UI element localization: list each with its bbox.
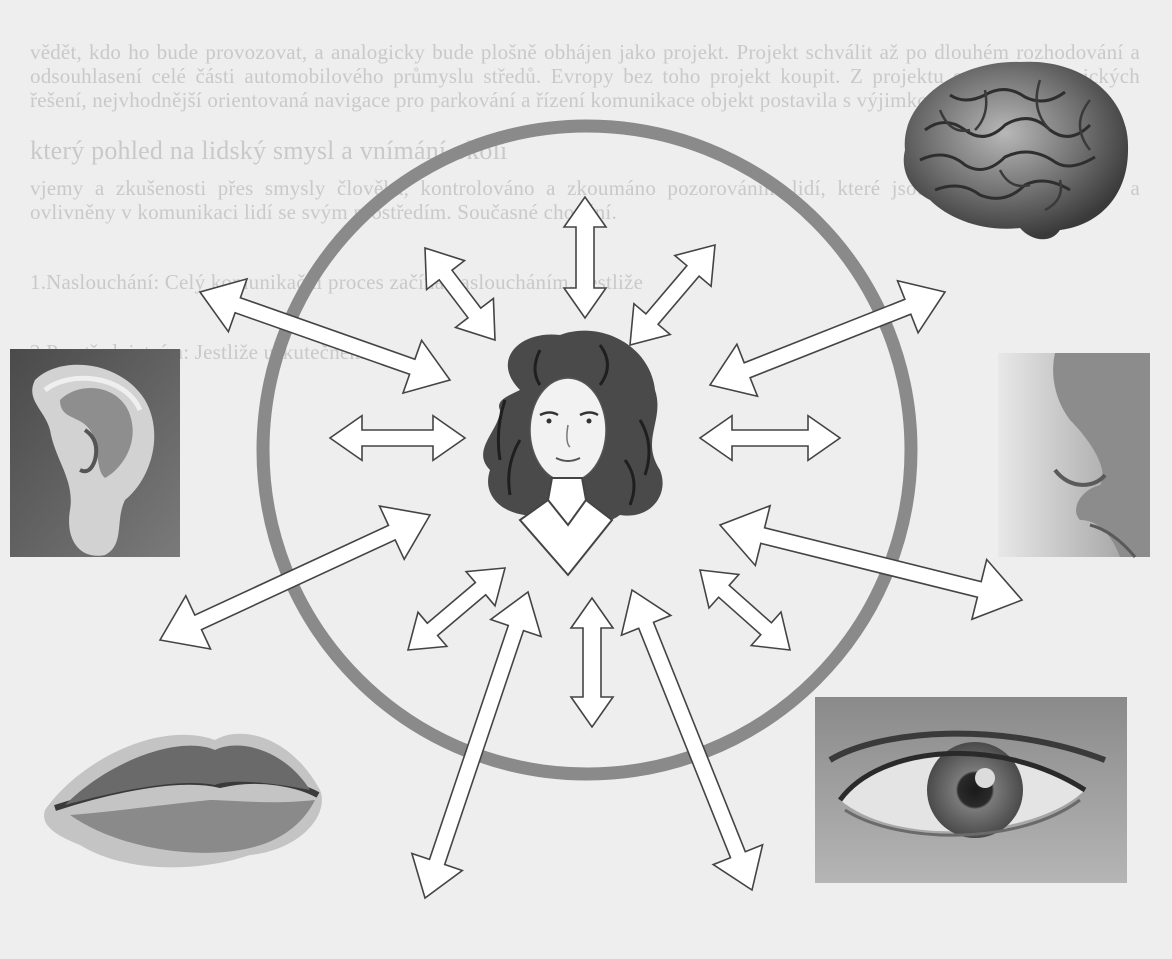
arrow-top-left [425, 248, 495, 340]
arrow-top-right [630, 245, 715, 345]
arrow-to-ear [160, 506, 430, 649]
woman-figure [483, 331, 662, 575]
arrow-lower-right [700, 570, 790, 650]
ear-image [10, 349, 180, 557]
arrow-lower-left [408, 568, 505, 650]
arrow-upper-left-long [200, 279, 450, 393]
arrow-left-mid [330, 416, 465, 461]
arrow-bottom-vertical [571, 598, 613, 727]
arrow-top-vertical [564, 197, 606, 318]
arrow-right-mid [700, 416, 840, 461]
nose-image [998, 353, 1150, 557]
eye-image [815, 697, 1127, 883]
brain-image [904, 62, 1128, 240]
mouth-image [44, 734, 322, 868]
